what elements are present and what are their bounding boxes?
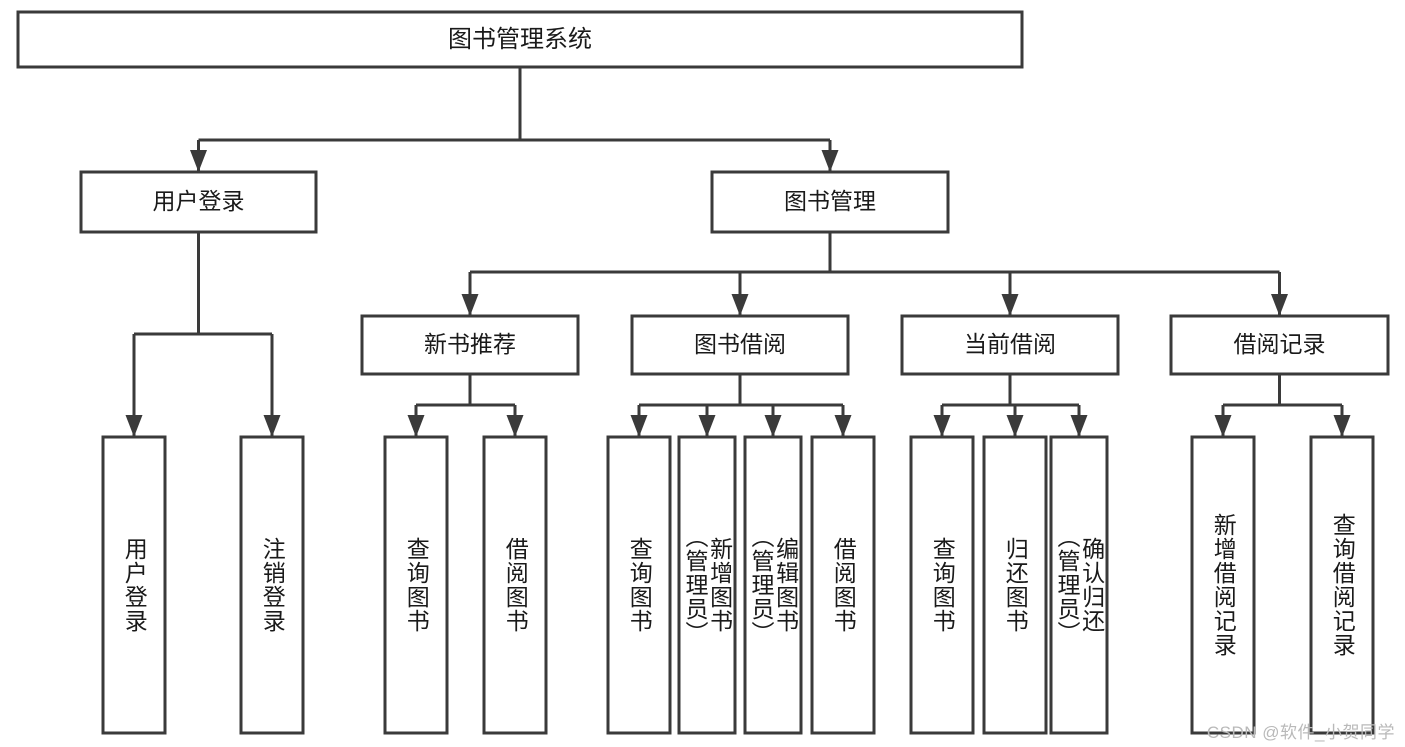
- arrowhead-icon: [764, 415, 782, 437]
- node-user-login[interactable]: 用户登录: [79, 170, 318, 234]
- arrowhead-icon: [698, 415, 716, 437]
- arrowhead-icon: [630, 415, 648, 437]
- node-leaf-add-record[interactable]: [1190, 435, 1256, 735]
- node-book-borrow[interactable]: 图书借阅: [630, 314, 850, 376]
- node-leaf-query-book-2[interactable]: [606, 435, 672, 735]
- node-borrow-record[interactable]: 借阅记录: [1169, 314, 1390, 376]
- arrowhead-icon: [933, 415, 951, 437]
- node-label-borrow-record: 借阅记录: [1234, 331, 1326, 357]
- node-leaf-confirm-return[interactable]: [1049, 435, 1109, 735]
- node-box-leaf-return-book: [982, 435, 1048, 735]
- node-label-current-borrow: 当前借阅: [964, 331, 1056, 357]
- node-leaf-query-record[interactable]: [1309, 435, 1375, 735]
- node-box-leaf-add-record: [1190, 435, 1256, 735]
- arrowhead-icon: [1070, 415, 1088, 437]
- node-box-leaf-borrow-book-1: [482, 435, 548, 735]
- node-box-leaf-query-book-1: [383, 435, 449, 735]
- arrowhead-icon: [1271, 294, 1288, 316]
- connectors-layer: [125, 67, 1351, 437]
- node-box-leaf-user-logout: [239, 435, 305, 735]
- arrowhead-icon: [190, 150, 207, 172]
- node-label-book-manage: 图书管理: [784, 188, 876, 214]
- node-leaf-query-book-1[interactable]: [383, 435, 449, 735]
- node-box-current-borrow: [900, 314, 1120, 376]
- arrowhead-icon: [461, 294, 479, 316]
- node-leaf-add-book[interactable]: [677, 435, 737, 735]
- node-leaf-user-login[interactable]: [101, 435, 167, 735]
- node-new-book-rec[interactable]: 新书推荐: [360, 314, 580, 376]
- arrowhead-icon: [821, 150, 839, 172]
- node-box-leaf-confirm-return: [1049, 435, 1109, 735]
- node-leaf-user-logout[interactable]: [239, 435, 305, 735]
- node-box-leaf-query-record: [1309, 435, 1375, 735]
- node-box-book-manage: [710, 170, 950, 234]
- node-box-root: [16, 10, 1024, 69]
- node-box-new-book-rec: [360, 314, 580, 376]
- node-box-leaf-add-book: [677, 435, 737, 735]
- node-box-borrow-record: [1169, 314, 1390, 376]
- node-label-user-login: 用户登录: [153, 188, 245, 214]
- node-label-book-borrow: 图书借阅: [694, 331, 786, 357]
- watermark-text: CSDN @软件_小贺同学: [1206, 723, 1395, 742]
- node-box-leaf-query-book-2: [606, 435, 672, 735]
- node-box-leaf-query-book-3: [909, 435, 975, 735]
- arrowhead-icon: [1001, 294, 1019, 316]
- node-box-leaf-edit-book: [743, 435, 803, 735]
- arrowhead-icon: [506, 415, 524, 437]
- node-box-book-borrow: [630, 314, 850, 376]
- arrowhead-icon: [407, 415, 425, 437]
- node-leaf-return-book[interactable]: [982, 435, 1048, 735]
- node-book-manage[interactable]: 图书管理: [710, 170, 950, 234]
- arrowhead-icon: [1006, 415, 1024, 437]
- node-leaf-borrow-book-2[interactable]: [810, 435, 876, 735]
- arrowhead-icon: [125, 415, 143, 437]
- arrowhead-icon: [731, 294, 749, 316]
- node-label-new-book-rec: 新书推荐: [424, 331, 516, 357]
- node-leaf-borrow-book-1[interactable]: [482, 435, 548, 735]
- arrowhead-icon: [1214, 415, 1232, 437]
- arrowhead-icon: [263, 415, 281, 437]
- arrowhead-icon: [834, 415, 852, 437]
- node-box-leaf-borrow-book-2: [810, 435, 876, 735]
- node-box-user-login: [79, 170, 318, 234]
- node-leaf-query-book-3[interactable]: [909, 435, 975, 735]
- arrowhead-icon: [1333, 415, 1351, 437]
- node-label-root: 图书管理系统: [448, 26, 592, 53]
- node-box-leaf-user-login: [101, 435, 167, 735]
- node-root[interactable]: 图书管理系统: [16, 10, 1024, 69]
- node-current-borrow[interactable]: 当前借阅: [900, 314, 1120, 376]
- node-leaf-edit-book[interactable]: [743, 435, 803, 735]
